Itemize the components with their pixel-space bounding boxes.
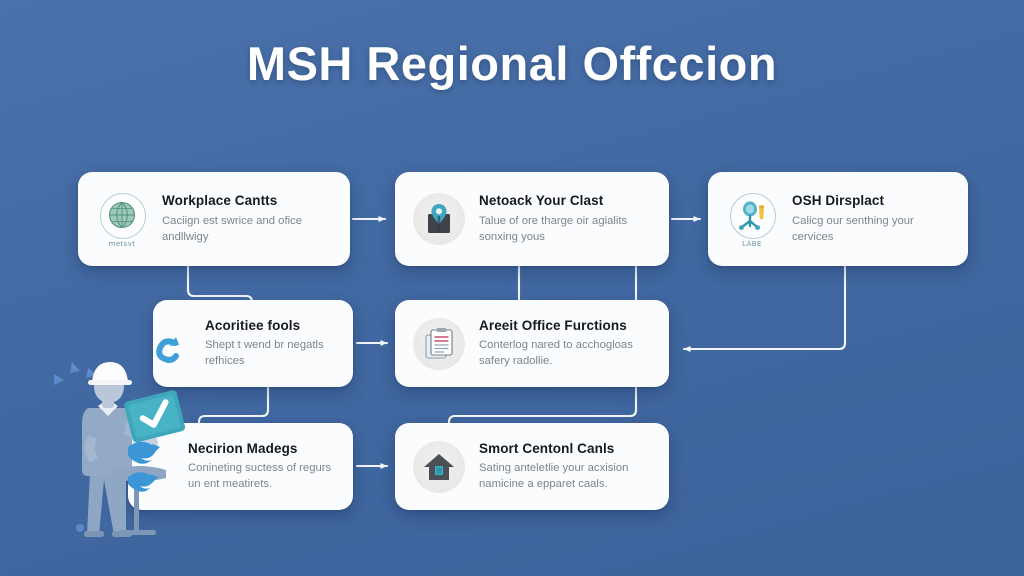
card-network-icon-wrap bbox=[411, 191, 467, 247]
card-workplace-subtitle: Caciign est swrice and ofice andllwigy bbox=[162, 214, 303, 243]
card-network[interactable]: Netoack Your Clast Talue of ore tharge o… bbox=[395, 172, 669, 266]
card-network-subtitle: Talue of ore tharge oir agialits sonxing… bbox=[479, 214, 628, 243]
card-smartcontrol-title: Smort Centonl Canls bbox=[479, 440, 615, 456]
card-network-text: Netoack Your Clast Talue of ore tharge o… bbox=[479, 193, 653, 245]
card-osh-title: OSH Dirsplact bbox=[792, 193, 885, 209]
card-osh[interactable]: LABE OSH Dirsplact Calicg our senthing y… bbox=[708, 172, 968, 266]
card-audit-text: Areeit Office Furctions Conterlog nared … bbox=[479, 318, 653, 370]
wire-osh-to-audit bbox=[682, 264, 847, 353]
card-workplace-icon-wrap: metsvt bbox=[94, 191, 150, 248]
card-osh-icon-wrap: LABE bbox=[724, 191, 780, 248]
briefcase-location-pin-icon bbox=[428, 204, 450, 233]
globe-icon bbox=[108, 201, 136, 229]
card-smartcontrol-subtitle: Sating anteletlie your acxision namicine… bbox=[479, 462, 629, 491]
card-smartcontrol-icon-wrap bbox=[411, 439, 467, 495]
lab-badge-word: LABE bbox=[742, 240, 762, 248]
card-workplace-text: Workplace Cantts Caciign est swrice and … bbox=[162, 193, 334, 245]
globe-badge-word: metsvt bbox=[108, 240, 136, 248]
card-audit-title: Areeit Office Furctions bbox=[479, 317, 627, 333]
lab-badge-ring bbox=[730, 193, 776, 239]
card-negotiation-title: Necirion Madegs bbox=[188, 440, 298, 456]
card-audit[interactable]: Areeit Office Furctions Conterlog nared … bbox=[395, 300, 669, 387]
card-smartcontrol[interactable]: Smort Centonl Canls Sating anteletlie yo… bbox=[395, 423, 669, 510]
card-accountability[interactable]: Acoritiee fools Shept t wend br negatls … bbox=[153, 300, 353, 387]
card-negotiation[interactable]: Necirion Madegs Conineting suctess of re… bbox=[128, 423, 353, 510]
card-accountability-text: Acoritiee fools Shept t wend br negatls … bbox=[205, 318, 337, 370]
card-negotiation-subtitle: Conineting suctess of regurs un ent meat… bbox=[188, 462, 332, 491]
card-smartcontrol-text: Smort Centonl Canls Sating anteletlie yo… bbox=[479, 441, 653, 493]
wire-accountability-to-negotiation bbox=[197, 385, 270, 425]
card-network-title: Netoack Your Clast bbox=[479, 193, 604, 209]
clipboard-document-icon bbox=[425, 327, 453, 358]
card-audit-icon-wrap bbox=[411, 316, 467, 372]
card-workplace-title: Workplace Cantts bbox=[162, 193, 278, 209]
card-workplace[interactable]: metsvt Workplace Cantts Caciign est swri… bbox=[78, 172, 350, 266]
swirl-arrow-icon bbox=[156, 337, 179, 363]
card-osh-subtitle: Calicg our senthing your cervices bbox=[792, 214, 914, 243]
card-osh-text: OSH Dirsplact Calicg our senthing your c… bbox=[792, 193, 952, 245]
card-negotiation-text: Necirion Madegs Conineting suctess of re… bbox=[188, 441, 337, 493]
wire-audit-to-smartcontrol bbox=[447, 385, 638, 425]
house-icon bbox=[424, 453, 454, 480]
wire-workplace-to-accountability bbox=[186, 264, 254, 303]
lab-flask-icon bbox=[739, 201, 764, 230]
card-audit-subtitle: Conterlog nared to acchogloas safery rad… bbox=[479, 339, 633, 368]
bird-pair-icon bbox=[128, 441, 160, 492]
card-accountability-subtitle: Shept t wend br negatls refhices bbox=[205, 339, 324, 368]
page-title: MSH Regional Offccion bbox=[246, 37, 778, 90]
card-accountability-title: Acoritiee fools bbox=[205, 317, 301, 333]
